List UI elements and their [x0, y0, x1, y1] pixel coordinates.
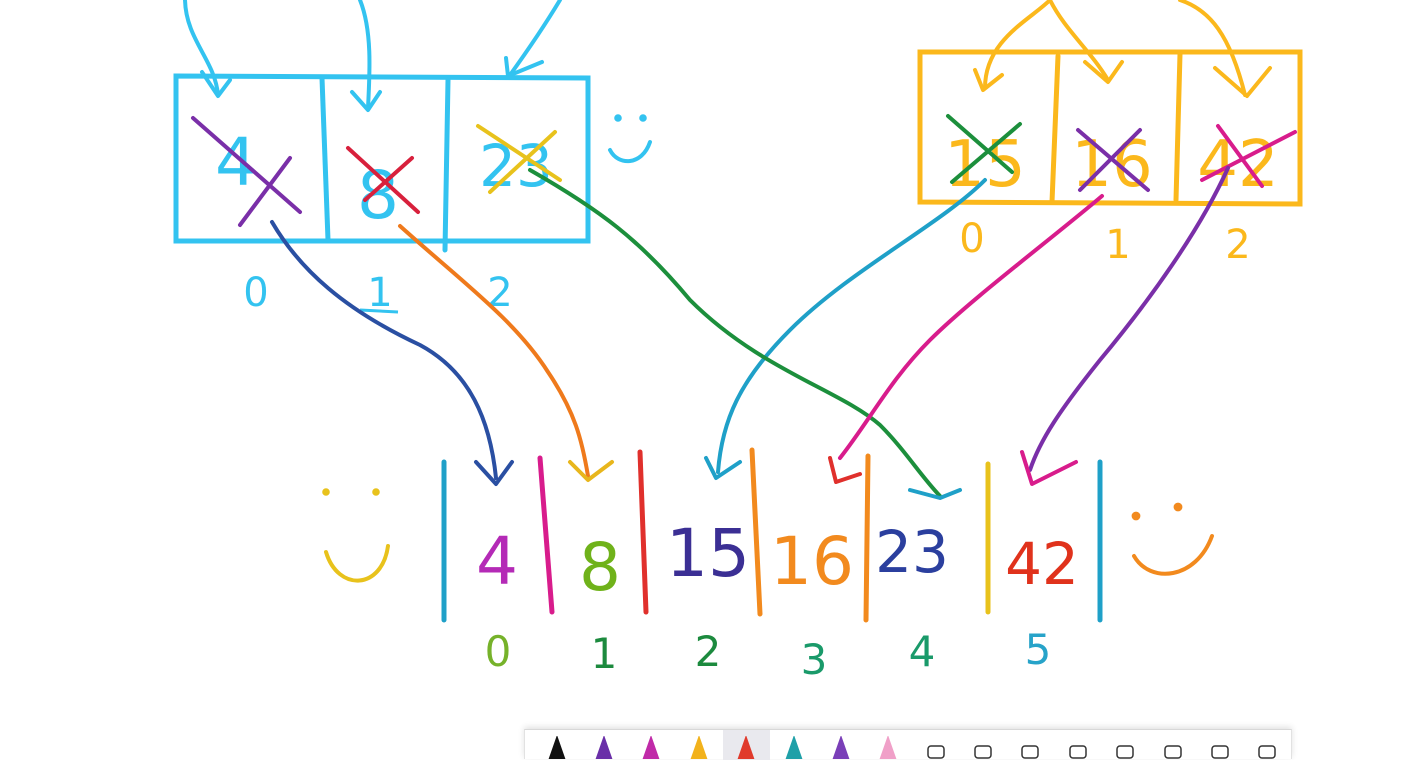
undo-icon [1211, 745, 1229, 759]
smiley-blue [608, 114, 652, 164]
pen-black-tool[interactable] [533, 730, 580, 760]
left-value-1: 8 [357, 157, 399, 234]
highlighter-tool[interactable] [865, 730, 912, 760]
pencil-tool[interactable] [817, 730, 864, 760]
pen-purple-icon [595, 736, 613, 759]
merged-value-1: 8 [579, 529, 621, 606]
smiley-yellow [322, 488, 390, 583]
left-index-1: 1 [367, 270, 392, 316]
pen-toolbar [524, 729, 1292, 760]
redo-tool[interactable] [1244, 730, 1291, 760]
merged-value-2: 15 [666, 515, 750, 592]
smiley-orange [1131, 502, 1214, 576]
merged-array-values: 4 8 15 16 23 42 [476, 515, 1079, 606]
merged-index-1: 1 [591, 629, 618, 678]
ruler-icon [1021, 745, 1040, 759]
left-value-0: 4 [215, 124, 257, 201]
pen-teal-icon [785, 736, 802, 759]
right-value-1: 16 [1071, 128, 1152, 202]
merged-index-0: 0 [485, 627, 512, 676]
merged-array [441, 447, 1103, 623]
merged-array-indices: 0 1 2 3 4 5 [485, 625, 1052, 684]
merge-arrows [270, 166, 1230, 500]
image-icon [1163, 745, 1182, 759]
pen-magenta-icon [643, 736, 660, 759]
redo-icon [1258, 745, 1277, 759]
merged-value-0: 4 [476, 523, 518, 600]
text-icon [1116, 745, 1134, 759]
pen-teal-tool[interactable] [770, 730, 817, 760]
right-array-crossouts [946, 114, 1297, 192]
shape-tool[interactable] [1054, 730, 1101, 760]
shape-icon [1069, 745, 1087, 759]
merged-value-3: 16 [770, 523, 854, 600]
left-array-indices: 0 1 2 [243, 270, 512, 316]
pen-yellow-icon [690, 736, 708, 759]
ruler-tool[interactable] [1007, 730, 1054, 760]
left-index-0: 0 [243, 270, 268, 316]
arrow-16 [838, 194, 1104, 460]
right-array [917, 49, 1303, 207]
arrow-42 [1028, 166, 1230, 472]
left-index-underline [359, 308, 399, 314]
pen-magenta-tool[interactable] [628, 730, 675, 760]
pen-rainbow-tool[interactable] [722, 730, 770, 760]
eraser-icon [926, 745, 945, 759]
right-index-2: 2 [1225, 222, 1250, 268]
eraser-tool[interactable] [912, 730, 959, 760]
image-tool[interactable] [1149, 730, 1196, 760]
right-incoming-arrows [973, 0, 1272, 98]
highlighter-icon [879, 736, 897, 759]
lasso-tool[interactable] [959, 730, 1006, 760]
arrow-23 [528, 168, 942, 498]
left-array [173, 73, 591, 253]
merged-index-3: 3 [801, 635, 828, 684]
arrow-4 [270, 220, 498, 480]
pen-black-icon [548, 736, 566, 759]
right-array-indices: 0 1 2 [959, 216, 1250, 268]
pen-purple-tool[interactable] [580, 730, 627, 760]
text-tool[interactable] [1102, 730, 1149, 760]
merged-value-5: 42 [1005, 530, 1079, 598]
right-index-0: 0 [959, 216, 984, 262]
right-value-0: 15 [944, 128, 1025, 202]
pen-yellow-tool[interactable] [675, 730, 722, 760]
lasso-icon [974, 745, 992, 759]
undo-tool[interactable] [1196, 730, 1243, 760]
merged-value-4: 23 [875, 518, 949, 586]
arrow-15 [716, 178, 987, 474]
right-array-values: 15 16 42 [944, 128, 1278, 202]
right-value-2: 42 [1197, 128, 1278, 202]
merged-index-2: 2 [695, 627, 722, 676]
left-index-2: 2 [487, 270, 512, 316]
pen-rainbow-icon [737, 736, 755, 759]
merged-index-4: 4 [909, 627, 936, 676]
right-index-1: 1 [1105, 222, 1130, 268]
pencil-icon [832, 736, 850, 759]
merged-index-5: 5 [1025, 625, 1052, 674]
arrow-8 [398, 224, 590, 478]
left-incoming-arrows [183, 0, 562, 112]
left-array-crossouts [191, 116, 562, 227]
